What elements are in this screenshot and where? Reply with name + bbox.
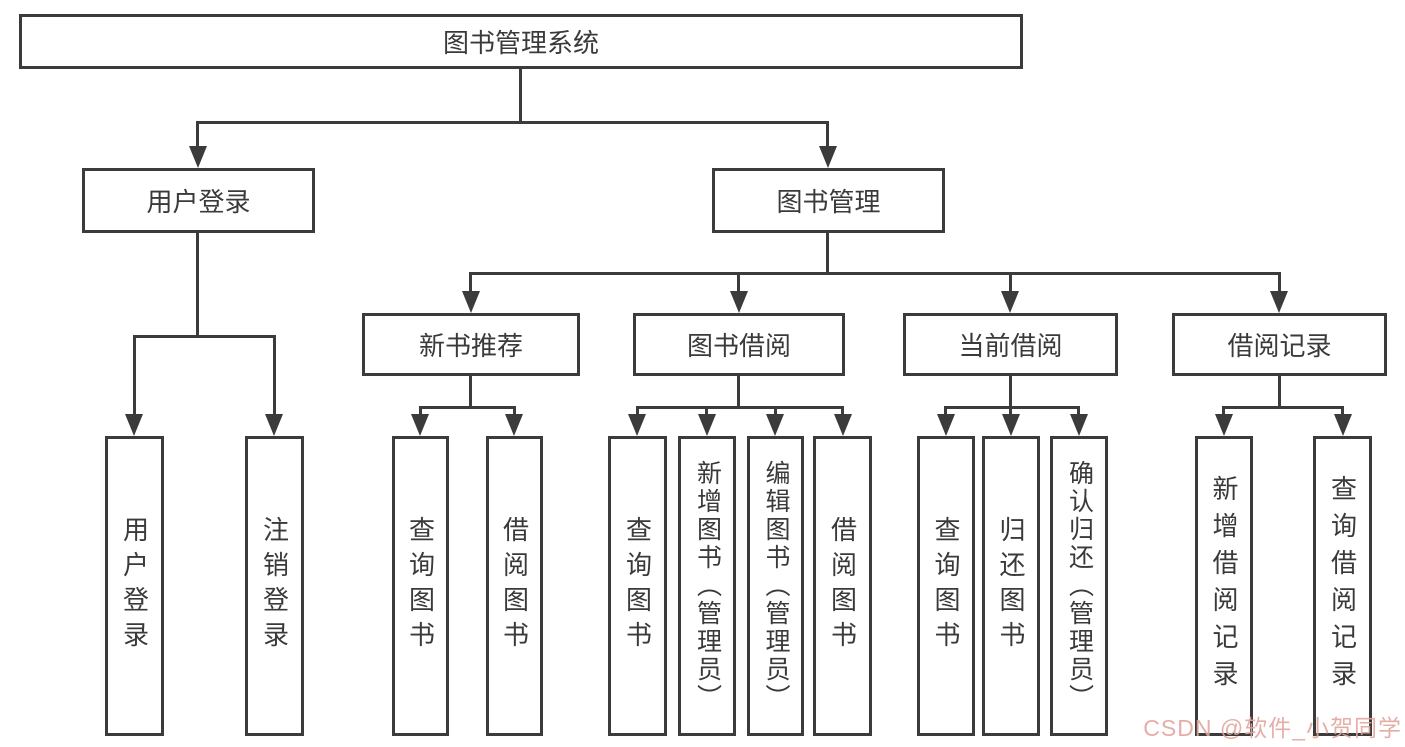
arrow-down-icon bbox=[1070, 414, 1088, 436]
leaf-label: 新增图书（管理员） bbox=[693, 460, 722, 712]
connector-line bbox=[1278, 272, 1281, 293]
leaf-query-books-current: 查询图书 bbox=[917, 436, 975, 736]
connector-group-stub bbox=[1009, 376, 1012, 409]
connector-group-rail bbox=[636, 406, 844, 409]
connector-line bbox=[196, 121, 199, 148]
leaf-label: 查询图书 bbox=[931, 516, 961, 656]
leaf-query-books-newbooks: 查询图书 bbox=[392, 436, 449, 736]
leaf-label: 借阅图书 bbox=[499, 516, 530, 656]
leaf-user-login: 用户登录 bbox=[105, 436, 164, 736]
leaf-query-books-borrowing: 查询图书 bbox=[608, 436, 667, 736]
leaf-label: 查询借阅记录 bbox=[1327, 475, 1358, 697]
connector-userlogin-stub bbox=[196, 233, 199, 338]
arrow-down-icon bbox=[819, 146, 837, 168]
node-current-borrowing: 当前借阅 bbox=[903, 313, 1118, 376]
connector-line bbox=[705, 406, 708, 416]
leaf-label: 注销登录 bbox=[259, 516, 290, 656]
node-root: 图书管理系统 bbox=[19, 14, 1023, 69]
leaf-label: 确认归还（管理员） bbox=[1065, 460, 1094, 712]
arrow-down-icon bbox=[265, 414, 283, 436]
connector-group-stub bbox=[737, 376, 740, 409]
connector-line bbox=[1009, 406, 1012, 416]
node-user-login: 用户登录 bbox=[82, 168, 315, 233]
connector-line bbox=[636, 406, 639, 416]
connector-line bbox=[273, 335, 276, 416]
arrow-down-icon bbox=[628, 414, 646, 436]
node-book-management: 图书管理 bbox=[712, 168, 945, 233]
connector-line bbox=[944, 406, 947, 416]
arrow-down-icon bbox=[1215, 414, 1233, 436]
arrow-down-icon bbox=[937, 414, 955, 436]
connector-line bbox=[419, 406, 422, 416]
connector-line bbox=[826, 121, 829, 148]
leaf-borrow-books-newbooks: 借阅图书 bbox=[486, 436, 543, 736]
arrow-down-icon bbox=[125, 414, 143, 436]
leaf-label: 归还图书 bbox=[996, 516, 1026, 656]
node-new-book-recommendation: 新书推荐 bbox=[362, 313, 580, 376]
leaf-query-borrow-record: 查询借阅记录 bbox=[1313, 436, 1372, 736]
arrow-down-icon bbox=[698, 414, 716, 436]
connector-group-stub bbox=[469, 376, 472, 409]
connector-line bbox=[841, 406, 844, 416]
connector-group-rail bbox=[944, 406, 1080, 409]
arrow-down-icon bbox=[411, 414, 429, 436]
connector-bookmgmt-stub bbox=[826, 233, 829, 275]
connector-group-stub bbox=[1278, 376, 1281, 409]
leaf-label: 查询图书 bbox=[622, 516, 653, 656]
arrow-down-icon bbox=[1001, 291, 1019, 313]
connector-userlogin-rail bbox=[133, 335, 276, 338]
leaf-label: 借阅图书 bbox=[827, 516, 858, 656]
connector-level3-rail bbox=[469, 272, 1281, 275]
leaf-label: 编辑图书（管理员） bbox=[762, 460, 790, 712]
node-book-borrowing: 图书借阅 bbox=[633, 313, 845, 376]
node-borrowing-records: 借阅记录 bbox=[1172, 313, 1387, 376]
arrow-down-icon bbox=[1270, 291, 1288, 313]
connector-line bbox=[1222, 406, 1225, 416]
connector-line bbox=[1077, 406, 1080, 416]
leaf-edit-book-admin: 编辑图书（管理员） bbox=[747, 436, 804, 736]
leaf-label: 新增借阅记录 bbox=[1209, 475, 1239, 697]
connector-line bbox=[737, 272, 740, 293]
leaf-add-borrow-record: 新增借阅记录 bbox=[1195, 436, 1253, 736]
leaf-borrow-books-borrowing: 借阅图书 bbox=[813, 436, 872, 736]
arrow-down-icon bbox=[1002, 414, 1020, 436]
leaf-label: 用户登录 bbox=[119, 516, 150, 656]
leaf-label: 查询图书 bbox=[405, 516, 436, 656]
connector-line bbox=[513, 406, 516, 416]
arrow-down-icon bbox=[189, 146, 207, 168]
arrow-down-icon bbox=[766, 414, 784, 436]
connector-group-rail bbox=[419, 406, 516, 409]
leaf-add-book-admin: 新增图书（管理员） bbox=[678, 436, 736, 736]
connector-line bbox=[133, 335, 136, 416]
connector-line bbox=[1009, 272, 1012, 293]
arrow-down-icon bbox=[505, 414, 523, 436]
connector-line bbox=[774, 406, 777, 416]
arrow-down-icon bbox=[1334, 414, 1352, 436]
connector-level2-rail bbox=[196, 121, 829, 124]
leaf-confirm-return-admin: 确认归还（管理员） bbox=[1050, 436, 1108, 736]
csdn-watermark: CSDN @软件_小贺同学 bbox=[1143, 715, 1402, 741]
arrow-down-icon bbox=[462, 291, 480, 313]
connector-line bbox=[1341, 406, 1344, 416]
connector-root-stub bbox=[519, 69, 522, 124]
arrow-down-icon bbox=[834, 414, 852, 436]
arrow-down-icon bbox=[730, 291, 748, 313]
connector-group-rail bbox=[1222, 406, 1344, 409]
leaf-return-books: 归还图书 bbox=[982, 436, 1040, 736]
leaf-logout: 注销登录 bbox=[245, 436, 304, 736]
connector-line bbox=[469, 272, 472, 293]
